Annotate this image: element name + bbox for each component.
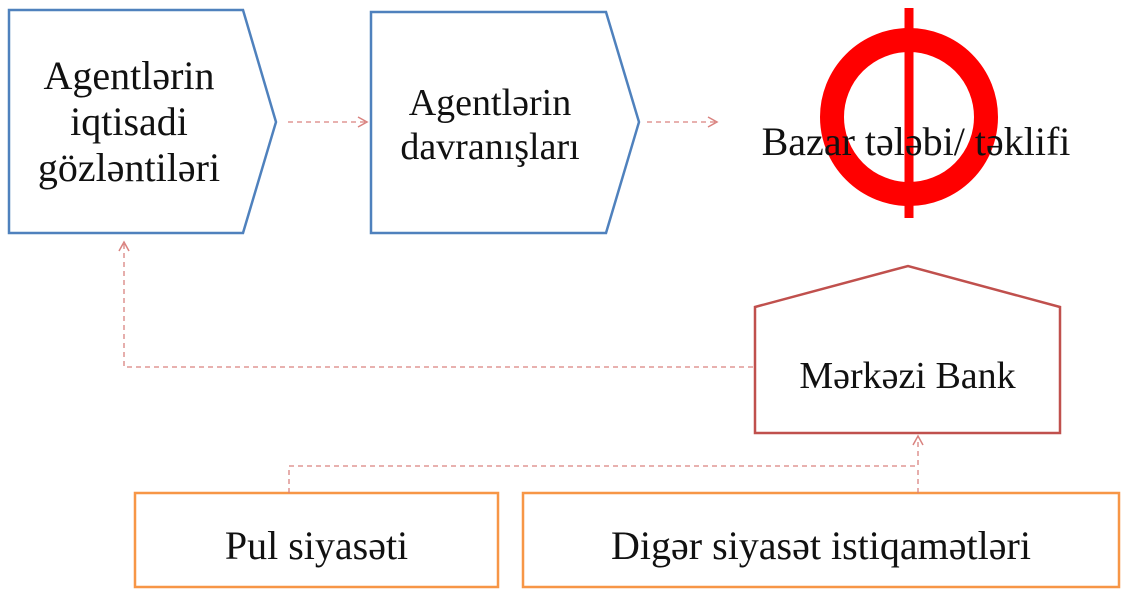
other-policy-label: Digər siyasət istiqamətləri [611,523,1031,568]
expectations-line-2: iqtisadi [70,99,188,144]
target-label: Bazar tələbi/ təklifi [761,119,1071,164]
arrow-bank-to-expectations [118,240,753,368]
behaviour-line-1: Agentlərin [408,82,572,124]
expectations-label: Agentlərin iqtisadi gözləntiləri [9,53,249,191]
central-bank-label: Mərkəzi Bank [799,355,1016,397]
other-policy-box [521,491,1121,589]
expectations-box [7,8,278,235]
expectations-line-1: Agentlərin [43,53,215,98]
monetary-policy-label: Pul siyasəti [224,523,409,568]
target-icon [820,8,998,218]
behaviour-box [369,10,641,235]
expectations-line-3: gözləntiləri [37,145,221,190]
central-bank-box [753,264,1062,435]
behaviour-line-2: davranışları [400,125,580,168]
behaviour-label: Agentlərin davranışları [371,82,609,169]
monetary-policy-box [133,491,500,589]
arrow-policies-to-bank [288,434,924,493]
